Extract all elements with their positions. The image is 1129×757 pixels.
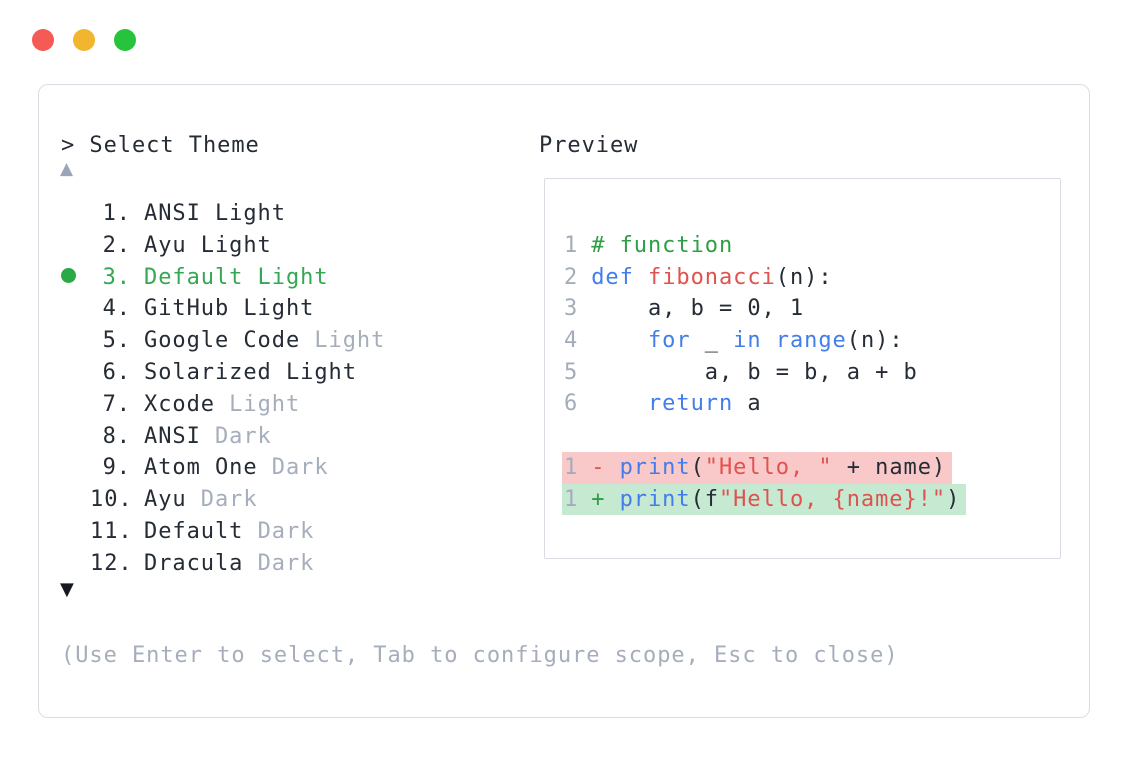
- theme-name: Default Light: [144, 264, 329, 290]
- theme-list-item[interactable]: 2. Ayu Light: [61, 230, 385, 262]
- item-number: 2.: [102, 232, 131, 258]
- theme-list-item[interactable]: 3. Default Light: [61, 262, 385, 294]
- theme-list-item[interactable]: 5. Google Code Light: [61, 325, 385, 357]
- minimize-button[interactable]: [73, 29, 95, 51]
- theme-list-item[interactable]: 10. Ayu Dark: [61, 484, 385, 516]
- theme-name: GitHub Light: [144, 296, 315, 322]
- theme-list-item[interactable]: 4. GitHub Light: [61, 293, 385, 325]
- theme-variant: Light: [300, 328, 386, 354]
- theme-picker-dialog: > Select Theme Preview ▲ 1. ANSI Light 2. A…: [38, 84, 1090, 718]
- diff-added-line: 1+ print(f"Hello, {name}!"): [562, 483, 1060, 516]
- item-number: 9.: [102, 455, 131, 481]
- code-line: 1# function: [564, 233, 734, 258]
- theme-name: Ayu: [144, 487, 187, 513]
- theme-name: ANSI: [144, 423, 201, 449]
- diff-removed-line: 1- print("Hello, " + name): [562, 451, 1060, 484]
- code-line: 3 a, b = 0, 1: [564, 296, 805, 322]
- theme-list-item[interactable]: 11. Default Dark: [61, 516, 385, 548]
- theme-name: Ayu Light: [144, 232, 272, 258]
- blank-line: [562, 420, 1060, 452]
- theme-list-item[interactable]: 8. ANSI Dark: [61, 421, 385, 453]
- line-number: 3: [564, 296, 579, 322]
- code-line: 6 return a: [564, 391, 762, 417]
- item-number: 1.: [102, 201, 131, 226]
- item-number: 10.: [90, 487, 133, 513]
- theme-list-item[interactable]: 7. Xcode Light: [61, 389, 385, 421]
- theme-list-item[interactable]: 1. ANSI Light: [61, 198, 385, 230]
- item-number: 7.: [102, 391, 131, 417]
- theme-variant: Dark: [257, 455, 329, 481]
- code-line: 4 for _ in range(n):: [564, 328, 904, 354]
- line-number: 4: [564, 328, 579, 354]
- zoom-button[interactable]: [114, 29, 136, 51]
- theme-list-item[interactable]: 12. Dracula Dark: [61, 548, 385, 580]
- theme-variant: Dark: [243, 550, 315, 576]
- theme-name: Google Code: [144, 328, 301, 354]
- item-number: 11.: [90, 518, 133, 544]
- theme-variant: Dark: [200, 423, 272, 449]
- theme-name: ANSI Light: [144, 201, 286, 226]
- item-number: 6.: [102, 359, 131, 385]
- close-button[interactable]: [32, 29, 54, 51]
- theme-name: Dracula: [144, 550, 244, 576]
- theme-variant: Dark: [186, 487, 258, 513]
- theme-name: Xcode: [144, 391, 215, 417]
- item-number: 8.: [102, 423, 131, 449]
- help-text: (Use Enter to select, Tab to configure s…: [61, 643, 899, 668]
- theme-variant: Dark: [243, 518, 315, 544]
- line-number: 2: [564, 264, 579, 290]
- item-number: 3.: [102, 264, 131, 290]
- theme-name: Default: [144, 518, 244, 544]
- theme-list: 1. ANSI Light 2. Ayu Light 3. Default Light 4.…: [61, 198, 385, 580]
- theme-list-item[interactable]: 9. Atom One Dark: [61, 452, 385, 484]
- code-line: 5 a, b = b, a + b: [564, 359, 918, 385]
- scroll-down-indicator[interactable]: ▼: [60, 579, 75, 600]
- line-number: 5: [564, 359, 579, 385]
- theme-list-item[interactable]: 6. Solarized Light: [61, 357, 385, 389]
- line-number: 1: [564, 454, 579, 480]
- select-theme-prompt: > Select Theme: [61, 133, 260, 158]
- scroll-up-indicator[interactable]: ▲: [60, 159, 75, 179]
- item-number: 5.: [102, 328, 131, 354]
- item-number: 4.: [102, 296, 131, 322]
- theme-variant: Light: [214, 391, 301, 417]
- item-number: 12.: [90, 550, 133, 576]
- line-number: 1: [564, 486, 579, 512]
- line-number: 6: [564, 391, 579, 417]
- theme-name: Atom One: [144, 455, 258, 481]
- selected-dot-icon: [61, 262, 90, 294]
- line-number: 1: [564, 233, 579, 258]
- preview-title: Preview: [539, 133, 639, 158]
- window-controls: [32, 29, 136, 51]
- theme-name: Solarized Light: [144, 359, 357, 385]
